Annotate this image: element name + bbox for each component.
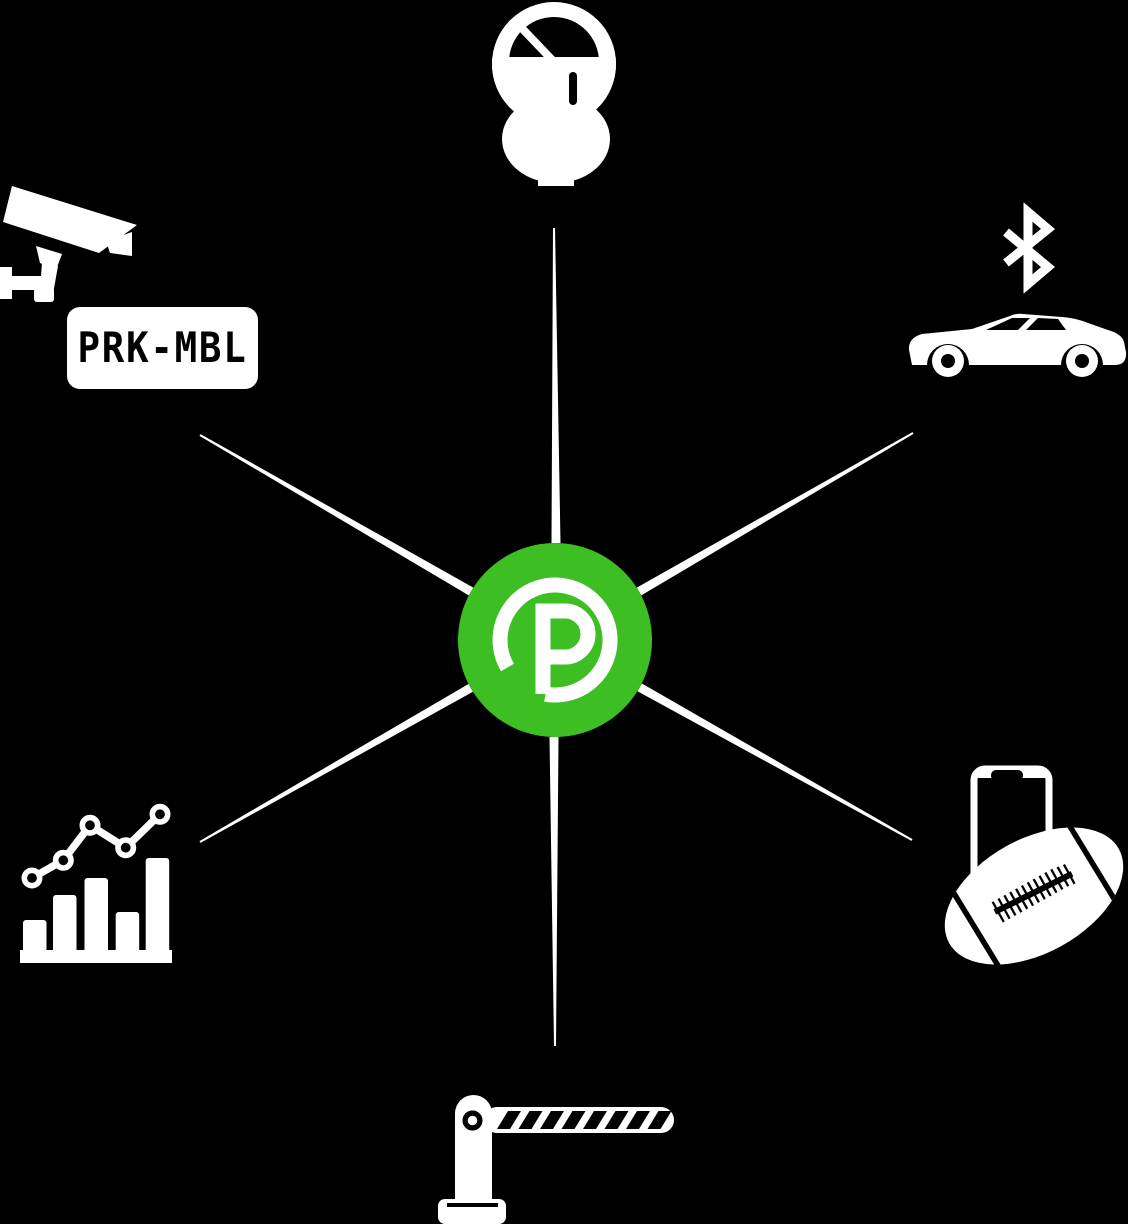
connector-line-top-left	[199, 434, 474, 596]
meter-needle	[511, 17, 560, 68]
connector-line-top-right	[636, 432, 914, 596]
bluetooth-icon	[1003, 202, 1056, 294]
football-right-stripe	[1065, 821, 1120, 906]
bar-line-chart-icon	[20, 803, 172, 963]
meter-body	[502, 95, 610, 183]
security-camera-icon	[0, 186, 137, 302]
football-left-stripe	[948, 886, 1003, 971]
car-front-window	[986, 318, 1030, 330]
parkmobile-logo	[458, 543, 652, 737]
parking-gate-icon	[438, 1095, 674, 1224]
license-plate-frame	[67, 307, 258, 389]
camera-lens	[106, 232, 132, 256]
football-icon	[944, 821, 1124, 971]
chart-nodes	[21, 803, 171, 889]
phone-notch	[991, 770, 1023, 781]
car-icon	[908, 313, 1127, 377]
football-lace-ticks	[991, 864, 1076, 923]
connector-line-bottom	[549, 737, 559, 1046]
car-rear-window	[1026, 318, 1066, 330]
connector-lines	[199, 228, 914, 1046]
logo-ring-arc	[492, 577, 618, 703]
logo-p-letter	[535, 603, 596, 694]
camera-body	[3, 186, 137, 253]
connector-line-bottom-right	[637, 683, 913, 841]
parking-meter-icon	[492, 2, 616, 186]
logo-background-circle	[458, 543, 652, 737]
meter-coin-slot	[569, 72, 577, 105]
meter-stem	[538, 170, 574, 186]
camera-mount-foot	[34, 288, 54, 302]
gate-base	[438, 1199, 506, 1224]
car-body	[908, 313, 1127, 365]
camera-arm	[2, 276, 48, 290]
license-plate-text: PRK-MBL	[78, 323, 248, 372]
camera-wall-mount	[0, 267, 12, 299]
connector-line-bottom-left	[199, 684, 473, 843]
football-body	[944, 827, 1124, 965]
gate-arm-stripes	[497, 1111, 672, 1129]
gate-pivot	[462, 1110, 483, 1131]
chart-bars	[23, 858, 170, 954]
connector-line-top	[551, 228, 561, 543]
license-plate: PRK-MBL	[67, 307, 258, 389]
